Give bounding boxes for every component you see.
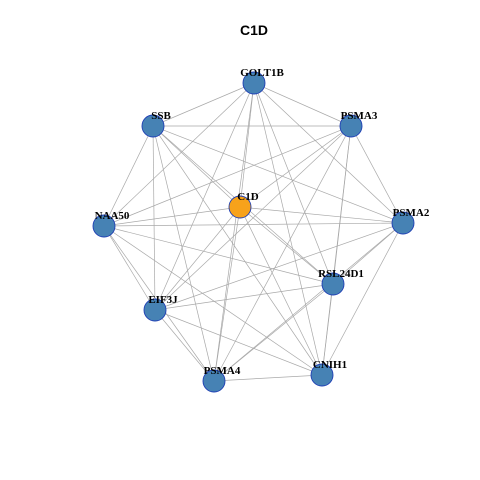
edge-psma4-ssb <box>152 125 215 382</box>
edge-cnih1-naa50 <box>103 225 323 376</box>
edge-golt1b-naa50 <box>103 82 255 227</box>
node-label-psma2: PSMA2 <box>393 207 430 219</box>
edge-golt1b-cnih1 <box>253 82 323 376</box>
edge-cnih1-psma4 <box>213 374 323 382</box>
node-rsl24d1 <box>321 272 345 296</box>
node-layer <box>92 71 415 393</box>
edge-psma2-c1d <box>239 206 404 224</box>
edge-psma3-psma4 <box>213 125 352 382</box>
edge-psma2-ssb <box>152 125 404 224</box>
graph-title: C1D <box>240 22 268 38</box>
node-label-golt1b: GOLT1B <box>240 67 284 79</box>
edge-golt1b-psma4 <box>213 82 255 382</box>
edge-psma2-psma4 <box>213 222 404 382</box>
node-label-c1d: C1D <box>237 191 258 203</box>
edge-naa50-c1d <box>103 206 241 227</box>
node-label-naa50: NAA50 <box>95 210 130 222</box>
node-golt1b <box>242 71 266 95</box>
node-psma2 <box>391 211 415 235</box>
edge-rsl24d1-eif3j <box>154 283 334 311</box>
edge-rsl24d1-naa50 <box>103 225 334 285</box>
edge-psma4-c1d <box>213 206 241 382</box>
node-label-cnih1: CNIH1 <box>313 359 347 371</box>
edge-naa50-ssb <box>103 125 154 227</box>
edge-rsl24d1-c1d <box>239 206 334 285</box>
edge-golt1b-ssb <box>152 82 255 127</box>
edge-ssb-c1d <box>152 125 241 208</box>
edge-cnih1-ssb <box>152 125 323 376</box>
edge-rsl24d1-psma4 <box>213 283 334 382</box>
node-label-psma4: PSMA4 <box>204 365 241 377</box>
edge-eif3j-c1d <box>154 206 241 311</box>
edge-cnih1-eif3j <box>154 309 323 376</box>
edge-golt1b-rsl24d1 <box>253 82 334 285</box>
edge-eif3j-ssb <box>152 125 156 311</box>
node-label-eif3j: EIF3J <box>148 294 178 306</box>
edge-eif3j-naa50 <box>103 225 156 311</box>
node-c1d <box>228 195 252 219</box>
node-label-psma3: PSMA3 <box>341 110 378 122</box>
edge-cnih1-c1d <box>239 206 323 376</box>
node-psma4 <box>202 369 226 393</box>
edge-psma4-eif3j <box>154 309 215 382</box>
edge-golt1b-psma2 <box>253 82 404 224</box>
edge-rsl24d1-cnih1 <box>321 283 334 376</box>
edge-layer <box>103 82 404 382</box>
edge-psma3-psma2 <box>350 125 404 224</box>
node-naa50 <box>92 214 116 238</box>
edge-psma2-cnih1 <box>321 222 404 376</box>
edge-psma3-c1d <box>239 125 352 208</box>
node-label-rsl24d1: RSL24D1 <box>318 268 364 280</box>
edge-psma3-naa50 <box>103 125 352 227</box>
edge-psma2-naa50 <box>103 222 404 227</box>
node-eif3j <box>143 298 167 322</box>
node-label-ssb: SSB <box>151 110 171 122</box>
node-psma3 <box>339 114 363 138</box>
node-cnih1 <box>310 363 334 387</box>
node-ssb <box>141 114 165 138</box>
edge-psma2-eif3j <box>154 222 404 311</box>
edge-golt1b-psma3 <box>253 82 352 127</box>
edge-golt1b-c1d <box>239 82 255 208</box>
